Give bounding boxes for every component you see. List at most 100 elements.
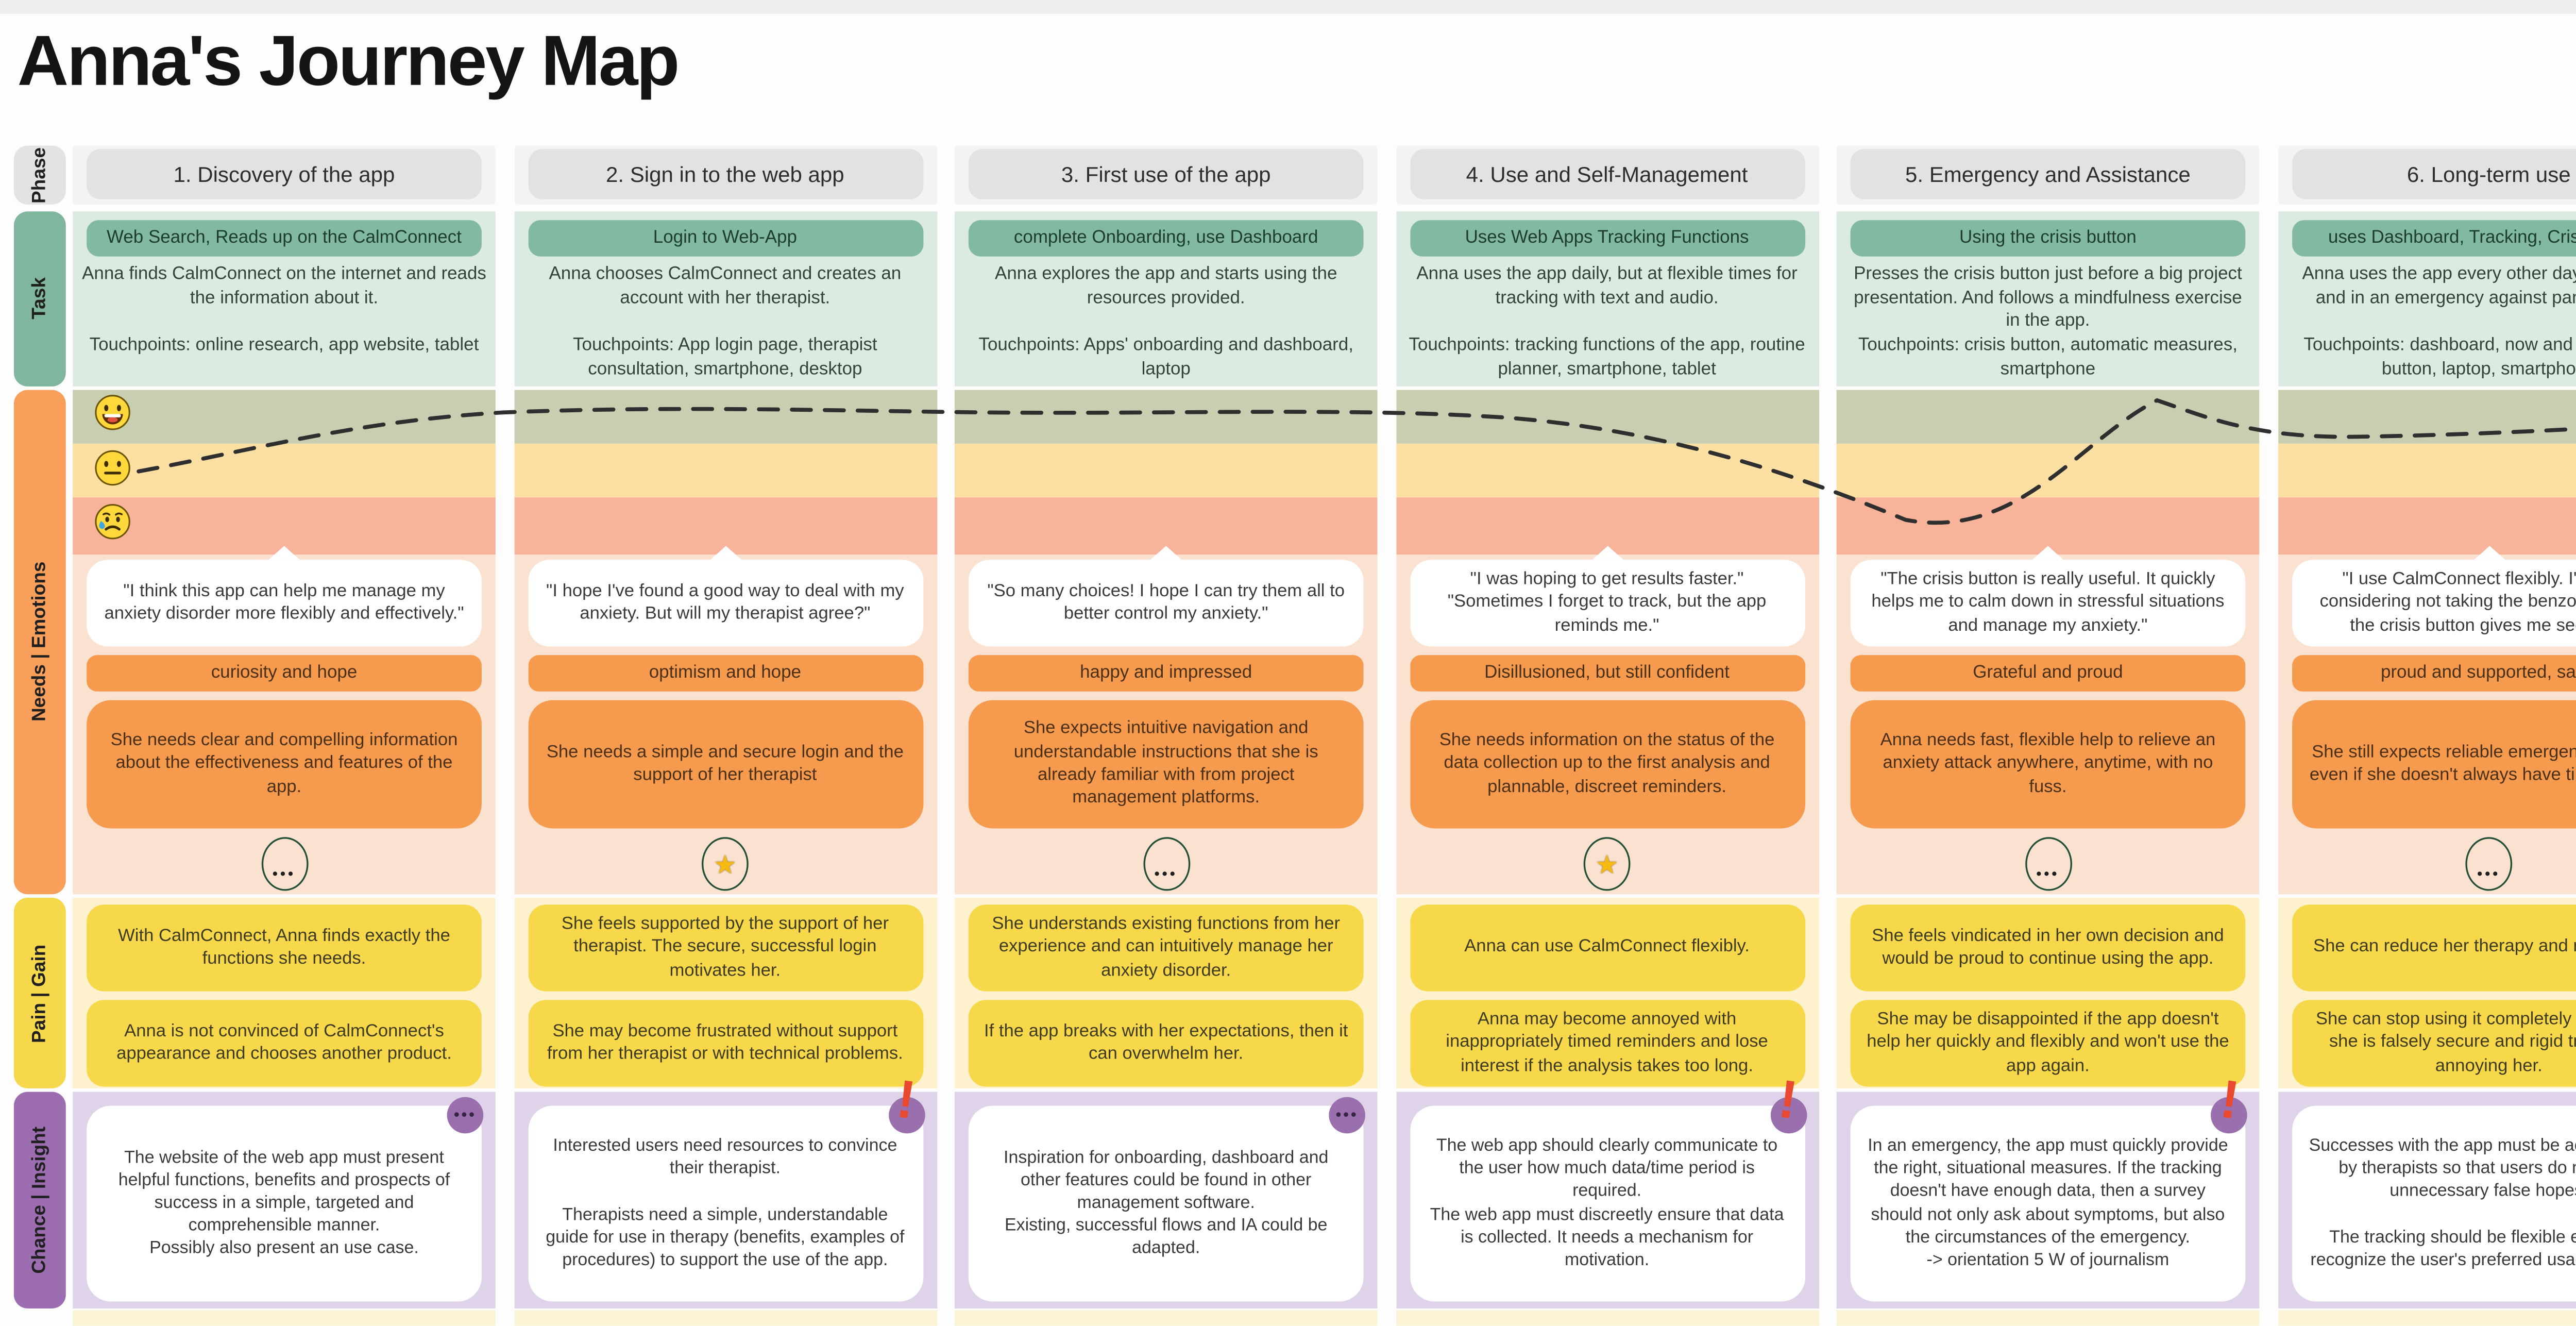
phase-header: 3. First use of the app xyxy=(968,149,1364,199)
row-label-chance-insight: Chance | Insight xyxy=(13,1092,66,1308)
emotions-content: "So many choices! I hope I can try them … xyxy=(968,546,1364,891)
emotion-label-pill: Grateful and proud xyxy=(1850,655,2246,692)
emotion-label-pill: Disillusioned, but still confident xyxy=(1409,655,1805,692)
need-box: She needs information on the status of t… xyxy=(1409,700,1805,829)
neutral-band xyxy=(954,443,1378,498)
row-label-task: Task xyxy=(13,211,66,387)
neutral-band xyxy=(73,443,496,498)
ellipsis-icon: ••• xyxy=(1329,1097,1365,1134)
emotion-label-pill: curiosity and hope xyxy=(87,655,482,692)
pain-box: She can stop using it completely if she … xyxy=(2291,1000,2576,1087)
positive-band xyxy=(514,390,937,444)
chance-cell: In an emergency, the app must quickly pr… xyxy=(1836,1068,2260,1308)
neutral-band xyxy=(1395,443,1819,498)
gain-box: She feels vindicated in her own decision… xyxy=(1850,904,2246,992)
bottom-strip xyxy=(514,1310,937,1326)
pain-gain-cell: She understands existing functions from … xyxy=(954,897,1378,1088)
ellipsis-icon: ••• xyxy=(1142,837,1190,891)
bottom-strip xyxy=(954,1310,1378,1326)
bubble-pointer xyxy=(1150,546,1182,560)
exclamation-icon: ! xyxy=(1770,1068,1806,1134)
row-label-needs-emotions: Needs | Emotions xyxy=(13,390,66,895)
row-label-phase: Phase xyxy=(13,145,66,205)
emotions-cell: "I think this app can help me manage my … xyxy=(73,390,496,895)
phase-cell: 5. Emergency and Assistance xyxy=(1836,145,2260,205)
emotions-content: "I use CalmConnect flexibly. I'm even co… xyxy=(2291,546,2576,891)
chance-cell: Successes with the app must be accompani… xyxy=(2277,1092,2576,1308)
positive-band xyxy=(1395,390,1819,444)
bubble-pointer xyxy=(709,546,741,560)
emotions-content: "The crisis button is really useful. It … xyxy=(1850,546,2246,891)
chance-cell: Inspiration for onboarding, dashboard an… xyxy=(954,1092,1378,1308)
bottom-strip xyxy=(1836,1310,2260,1326)
task-description: Anna finds CalmConnect on the internet a… xyxy=(82,265,486,356)
task-cell: Using the crisis button Presses the cris… xyxy=(1836,211,2260,387)
pain-box: She may be disappointed if the app doesn… xyxy=(1850,1000,2246,1087)
task-summary-pill: uses Dashboard, Tracking, Crisis Button xyxy=(2291,220,2576,257)
chance-cell: The website of the web app must present … xyxy=(73,1092,496,1308)
emotions-content: "I think this app can help me manage my … xyxy=(87,546,482,891)
quote-bubble: "I hope I've found a good way to deal wi… xyxy=(527,560,923,647)
bubble-pointer xyxy=(268,546,300,560)
neutral-band xyxy=(1836,443,2260,498)
pain-gain-cell: Anna can use CalmConnect flexibly. Anna … xyxy=(1395,897,1819,1088)
journey-column: 1. Discovery of the app Web Search, Read… xyxy=(73,145,496,1326)
emotions-cell: "I hope I've found a good way to deal wi… xyxy=(514,390,937,895)
negative-band xyxy=(2277,497,2576,555)
quote-bubble: "The crisis button is really useful. It … xyxy=(1850,560,2246,647)
task-description: Presses the crisis button just before a … xyxy=(1854,265,2242,380)
gain-box: Anna can use CalmConnect flexibly. xyxy=(1409,904,1805,992)
pain-gain-cell: With CalmConnect, Anna finds exactly the… xyxy=(73,897,496,1088)
phase-cell: 1. Discovery of the app xyxy=(73,145,496,205)
journey-column: 2. Sign in to the web app Login to Web-A… xyxy=(514,145,937,1326)
chance-insight-box: Interested users need resources to convi… xyxy=(527,1105,923,1302)
emotions-cell: "I was hoping to get results faster." "S… xyxy=(1395,390,1819,895)
ellipsis-icon: ••• xyxy=(261,837,308,891)
exclamation-icon: ! xyxy=(888,1068,925,1134)
exclamation-icon: ! xyxy=(2211,1068,2247,1134)
task-description: Anna uses the app daily, but at flexible… xyxy=(1409,265,1805,380)
pain-box: Anna may become annoyed with inappropria… xyxy=(1409,1000,1805,1087)
phase-cell: 4. Use and Self-Management xyxy=(1395,145,1819,205)
gain-box: With CalmConnect, Anna finds exactly the… xyxy=(87,904,482,992)
gain-box: She feels supported by the support of he… xyxy=(527,904,923,992)
phase-header: 1. Discovery of the app xyxy=(87,149,482,199)
emotions-content: "I hope I've found a good way to deal wi… xyxy=(527,546,923,891)
task-summary-pill: complete Onboarding, use Dashboard xyxy=(968,220,1364,257)
bubble-pointer xyxy=(2032,546,2064,560)
task-summary-pill: Web Search, Reads up on the CalmConnect xyxy=(87,220,482,257)
bubble-pointer xyxy=(2473,546,2505,560)
need-box: She still expects reliable emergency sup… xyxy=(2291,700,2576,829)
task-cell: Login to Web-App Anna chooses CalmConnec… xyxy=(514,211,937,387)
phase-header: 6. Long-term use xyxy=(2291,149,2576,199)
phase-header: 2. Sign in to the web app xyxy=(527,149,923,199)
ellipsis-icon: ••• xyxy=(2024,837,2072,891)
journey-column: 6. Long-term use uses Dashboard, Trackin… xyxy=(2277,145,2576,1326)
top-strip xyxy=(0,0,2576,14)
positive-band xyxy=(73,390,496,444)
task-summary-pill: Using the crisis button xyxy=(1850,220,2246,257)
task-cell: Web Search, Reads up on the CalmConnect … xyxy=(73,211,496,387)
chance-cell: Interested users need resources to convi… xyxy=(514,1068,937,1308)
row-label-pain-gain: Pain | Gain xyxy=(13,897,66,1088)
quote-bubble: "I think this app can help me manage my … xyxy=(87,560,482,647)
pain-box: She may become frustrated without suppor… xyxy=(527,1000,923,1087)
task-description: Anna explores the app and starts using t… xyxy=(978,265,1353,380)
neutral-band xyxy=(514,443,937,498)
journey-column: 5. Emergency and Assistance Using the cr… xyxy=(1836,145,2260,1326)
emotions-content: "I was hoping to get results faster." "S… xyxy=(1409,546,1805,891)
bubble-pointer xyxy=(1591,546,1623,560)
chance-insight-box: In an emergency, the app must quickly pr… xyxy=(1850,1105,2246,1302)
neutral-face-icon xyxy=(95,450,130,486)
task-description: Anna chooses CalmConnect and creates an … xyxy=(549,265,902,380)
neutral-band xyxy=(2277,443,2576,498)
emotion-label-pill: proud and supported, safer xyxy=(2291,655,2576,692)
emotions-cell: "The crisis button is really useful. It … xyxy=(1836,390,2260,895)
phase-cell: 6. Long-term use xyxy=(2277,145,2576,205)
task-description: Anna uses the app every other day for tr… xyxy=(2302,265,2576,380)
gain-box: She understands existing functions from … xyxy=(968,904,1364,992)
emotion-label-pill: optimism and hope xyxy=(527,655,923,692)
emotion-label-pill: happy and impressed xyxy=(968,655,1364,692)
task-cell: complete Onboarding, use Dashboard Anna … xyxy=(954,211,1378,387)
